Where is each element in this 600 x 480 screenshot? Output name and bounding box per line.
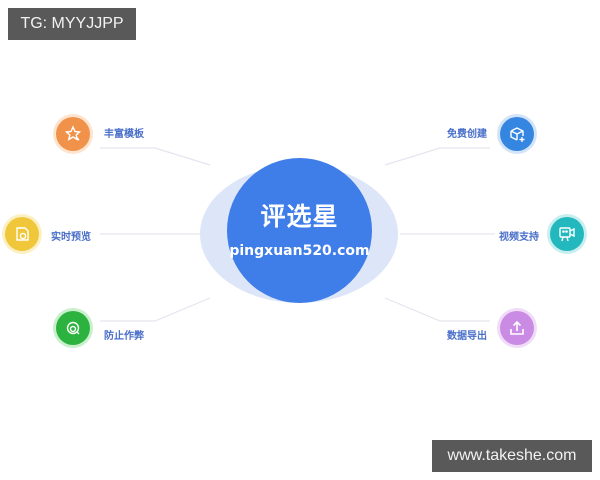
feature-label-free-create: 免费创建	[447, 129, 487, 140]
feature-label-templates: 丰富模板	[104, 129, 144, 140]
anti-cheat-icon	[56, 311, 90, 345]
hub-title: 评选星	[260, 201, 339, 231]
video-camera-icon	[550, 217, 584, 251]
upload-export-icon	[500, 311, 534, 345]
hub-url: pingxuan520.com	[229, 242, 370, 259]
preview-icon	[5, 217, 39, 251]
watermark-bottom-right: www.takeshe.com	[432, 440, 592, 472]
feature-label-preview: 实时预览	[51, 232, 91, 243]
feature-label-video: 视频支持	[499, 232, 539, 243]
feature-label-anti-cheat: 防止作弊	[104, 331, 144, 342]
star-template-icon	[56, 117, 90, 151]
feature-label-export: 数据导出	[447, 331, 487, 342]
watermark-top-left: TG: MYYJJPP	[8, 8, 136, 40]
hub-circle: 评选星 pingxuan520.com	[227, 158, 372, 303]
box-plus-icon	[500, 117, 534, 151]
